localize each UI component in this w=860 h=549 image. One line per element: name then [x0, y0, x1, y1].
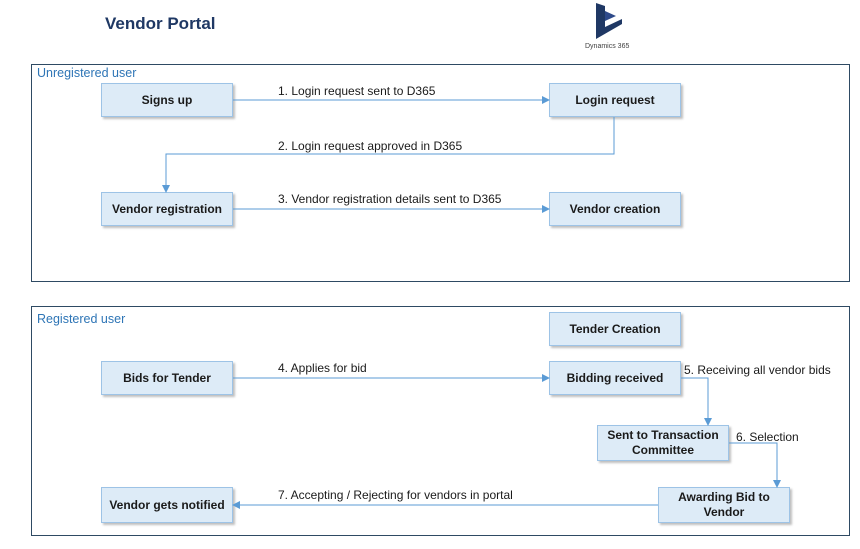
step-5-label: 5. Receiving all vendor bids: [684, 363, 831, 377]
logo-text: Dynamics 365: [585, 43, 630, 50]
login-request-box: Login request: [549, 83, 681, 117]
registered-user-label: Registered user: [37, 312, 126, 326]
step-4-label: 4. Applies for bid: [278, 361, 367, 375]
unregistered-user-label: Unregistered user: [37, 66, 137, 80]
vendor-creation-box: Vendor creation: [549, 192, 681, 226]
tender-creation-box: Tender Creation: [549, 312, 681, 346]
step-1-label: 1. Login request sent to D365: [278, 84, 436, 98]
vendor-notified-box: Vendor gets notified: [101, 487, 233, 523]
signs-up-box: Signs up: [101, 83, 233, 117]
step-6-label: 6. Selection: [736, 430, 799, 444]
page-title: Vendor Portal: [105, 14, 216, 33]
step-2-label: 2. Login request approved in D365: [278, 139, 463, 153]
arrow-step-2: [162, 117, 615, 193]
sent-to-committee-box: Sent to Transaction Committee: [597, 425, 729, 461]
unregistered-user-section: [31, 64, 850, 282]
registered-user-section: [31, 306, 850, 536]
step-3-label: 3. Vendor registration details sent to D…: [278, 192, 502, 206]
dynamics-365-logo-icon: [596, 3, 622, 39]
arrow-step-6: [729, 442, 781, 488]
step-7-label: 7. Accepting / Rejecting for vendors in …: [278, 488, 513, 502]
bids-for-tender-box: Bids for Tender: [101, 361, 233, 395]
awarding-bid-box: Awarding Bid to Vendor: [658, 487, 790, 523]
arrow-step-5: [681, 377, 712, 426]
bidding-received-box: Bidding received: [549, 361, 681, 395]
